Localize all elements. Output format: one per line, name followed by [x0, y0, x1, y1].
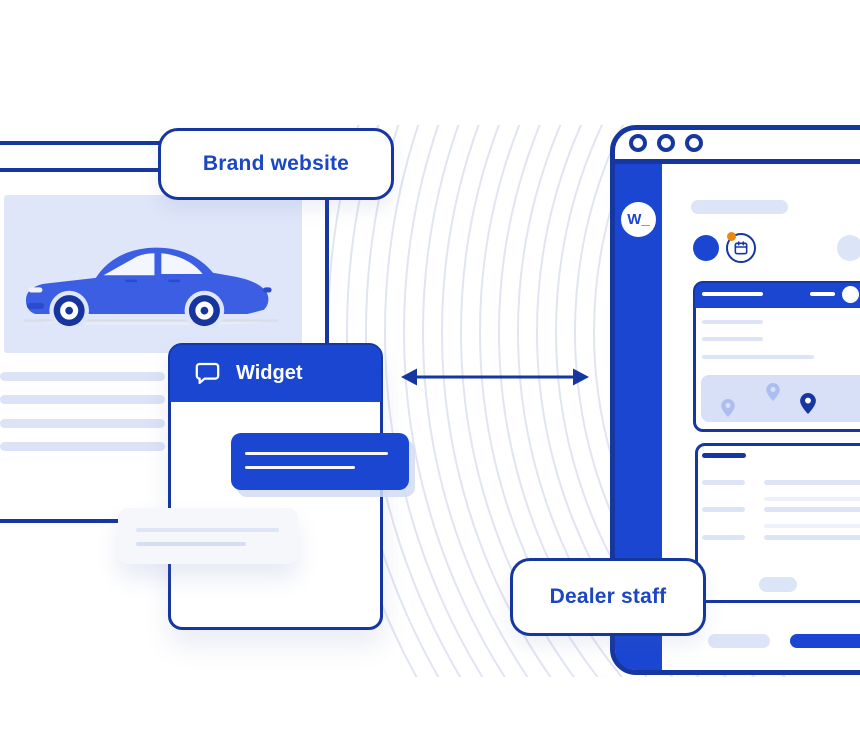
message-line — [245, 466, 355, 469]
map-pin-icon — [766, 383, 780, 401]
map-pin-icon — [800, 393, 816, 414]
page-bottom-border — [0, 519, 122, 523]
dealer-staff-label-text: Dealer staff — [549, 585, 667, 608]
dealer-app-window: W_ — [610, 125, 860, 675]
car-image-panel — [4, 195, 302, 353]
text-placeholder-line — [0, 395, 165, 404]
field-value-line — [764, 507, 860, 512]
card-text-line — [702, 355, 814, 359]
page-header-line-bottom — [0, 168, 162, 172]
visitor-message-bubble — [118, 508, 298, 564]
double-headed-arrow-icon — [401, 368, 589, 386]
message-line — [245, 452, 388, 455]
card-header — [695, 283, 860, 308]
message-line — [136, 528, 279, 532]
primary-action-pill[interactable] — [790, 634, 860, 648]
chat-bubble-icon — [194, 360, 221, 387]
user-avatar — [837, 235, 860, 261]
header-avatar — [842, 286, 859, 303]
header-line — [702, 292, 763, 296]
notification-dot — [727, 232, 736, 241]
page-header-line-top — [0, 141, 162, 145]
agent-message-bubble — [231, 433, 409, 490]
card-text-line — [702, 320, 763, 324]
calendar-icon — [734, 241, 748, 255]
card-title-bar — [702, 453, 746, 458]
brand-website-label: Brand website — [158, 128, 394, 200]
car-illustration — [23, 247, 279, 331]
traffic-light-button[interactable] — [685, 134, 703, 152]
field-value-line — [764, 535, 860, 540]
app-logo-text: W_ — [627, 211, 650, 228]
field-value-line — [764, 480, 860, 485]
field-label-line — [702, 507, 745, 512]
titlebar-divider — [615, 159, 860, 164]
card-tag-pill — [759, 577, 797, 592]
details-card — [695, 443, 860, 603]
app-logo: W_ — [621, 202, 656, 237]
text-placeholder-line — [0, 419, 165, 428]
rear-wheel — [188, 295, 220, 327]
map-preview — [701, 375, 860, 422]
brand-website-label-text: Brand website — [202, 152, 350, 175]
dealer-staff-label: Dealer staff — [510, 558, 706, 636]
field-ghost-line — [764, 524, 860, 528]
text-placeholder-line — [0, 372, 165, 381]
secondary-action-pill[interactable] — [708, 634, 770, 648]
traffic-light-button[interactable] — [629, 134, 647, 152]
user-avatar — [693, 235, 719, 261]
text-placeholder-line — [0, 442, 165, 451]
chat-preview-card — [693, 281, 860, 432]
widget-header: Widget — [170, 345, 381, 402]
header-pill — [691, 200, 788, 214]
traffic-light-button[interactable] — [657, 134, 675, 152]
map-pin-icon — [721, 399, 735, 417]
page-right-border — [325, 199, 329, 345]
field-label-line — [702, 535, 745, 540]
widget-title: Widget — [236, 362, 303, 384]
front-wheel — [53, 295, 85, 327]
message-line — [136, 542, 246, 546]
field-label-line — [702, 480, 745, 485]
header-dash — [810, 292, 835, 296]
card-text-line — [702, 337, 763, 341]
field-ghost-line — [764, 497, 860, 501]
